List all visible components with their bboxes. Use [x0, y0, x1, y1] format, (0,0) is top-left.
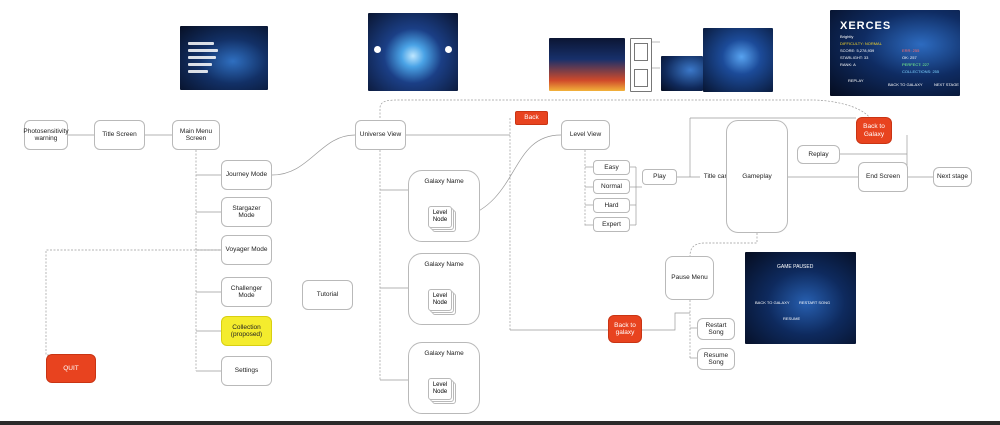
galaxy-group-1: Galaxy Name Level Node: [408, 170, 480, 242]
back-node: Back: [515, 111, 548, 125]
level-node-stack-1: Level Node: [428, 206, 456, 232]
level-node-3: Level Node: [428, 378, 452, 400]
challenger-mode-node: Challenger Mode: [221, 277, 272, 307]
results-stat-1: ERR: 255: [902, 48, 920, 53]
back-to-galaxy-low-node: Back to galaxy: [608, 315, 642, 343]
main-menu-node: Main Menu Screen: [172, 120, 220, 150]
universe-view-node: Universe View: [355, 120, 406, 150]
next-stage-node: Next stage: [933, 167, 972, 187]
quit-node: QUIT: [46, 354, 96, 383]
photosensitivity-warning-node: Photosensitivity warning: [23, 120, 69, 150]
journey-level-screenshot: [549, 38, 625, 91]
results-button-next: NEXT STAGE: [934, 82, 959, 87]
level-node-2: Level Node: [428, 289, 452, 311]
replay-node: Replay: [797, 145, 840, 164]
pause-screenshot: GAME PAUSED BACK TO GALAXY RESTART SONG …: [745, 252, 856, 344]
bottom-bar: [0, 421, 1000, 425]
collection-node: Collection (proposed): [221, 316, 272, 346]
voyager-mode-node: Voyager Mode: [221, 235, 272, 265]
results-button-replay: REPLAY: [848, 78, 864, 83]
galaxy-name-1: Galaxy Name: [424, 178, 464, 185]
journey-mode-node: Journey Mode: [221, 160, 272, 190]
tutorial-node: Tutorial: [302, 280, 353, 310]
results-stat-4: COLLECTIONS: 255: [902, 69, 940, 74]
galaxy-name-3: Galaxy Name: [424, 350, 464, 357]
results-title: XERCES: [840, 20, 892, 32]
gameplay-screenshot-a: [661, 56, 703, 91]
back-to-galaxy-top-node: Back to Galaxy: [856, 117, 892, 144]
end-screen-node: End Screen: [858, 162, 908, 192]
resume-song-node: Resume Song: [697, 348, 735, 370]
universe-screenshot: [368, 13, 458, 91]
gameplay-node: Gameplay: [726, 120, 788, 233]
pause-menu-node: Pause Menu: [665, 256, 714, 300]
level-view-node: Level View: [561, 120, 610, 150]
expert-node: Expert: [593, 217, 630, 232]
results-button-back: BACK TO GALAXY: [888, 82, 923, 87]
pause-button-restart: RESTART SONG: [799, 300, 831, 305]
pause-button-resume: RESUME: [783, 316, 801, 321]
results-line-1: Brightly: [840, 34, 854, 39]
level-node-1: Level Node: [428, 206, 452, 228]
results-line-2: DIFFICULTY: NORMAL: [840, 41, 882, 46]
galaxy-group-3: Galaxy Name Level Node: [408, 342, 480, 414]
results-line-3: SCORE: 5,278,939: [840, 48, 875, 53]
gameplay-screenshot-b: [703, 28, 773, 92]
pause-button-back: BACK TO GALAXY: [755, 300, 790, 305]
level-node-stack-3: Level Node: [428, 378, 456, 404]
easy-node: Easy: [593, 160, 630, 175]
settings-node: Settings: [221, 356, 272, 386]
results-stat-3: PERFECT: 227: [902, 62, 930, 67]
galaxy-group-2: Galaxy Name Level Node: [408, 253, 480, 325]
normal-node: Normal: [593, 179, 630, 194]
results-line-4: STARLIGHT: 33: [840, 55, 869, 60]
play-node: Play: [642, 169, 677, 185]
results-line-5: RANK: A: [840, 62, 856, 67]
results-stat-2: OK: 257: [902, 55, 917, 60]
hard-node: Hard: [593, 198, 630, 213]
main-menu-screenshot: [180, 26, 268, 90]
pause-title: GAME PAUSED: [777, 264, 814, 270]
stargazer-mode-node: Stargazer Mode: [221, 197, 272, 227]
restart-song-node: Restart Song: [697, 318, 735, 340]
title-card-node: Title card: [703, 173, 731, 181]
flow-mini-diagram: [630, 38, 652, 92]
results-screenshot: XERCES Brightly DIFFICULTY: NORMAL SCORE…: [830, 10, 960, 96]
title-screen-node: Title Screen: [94, 120, 145, 150]
galaxy-name-2: Galaxy Name: [424, 261, 464, 268]
level-node-stack-2: Level Node: [428, 289, 456, 315]
